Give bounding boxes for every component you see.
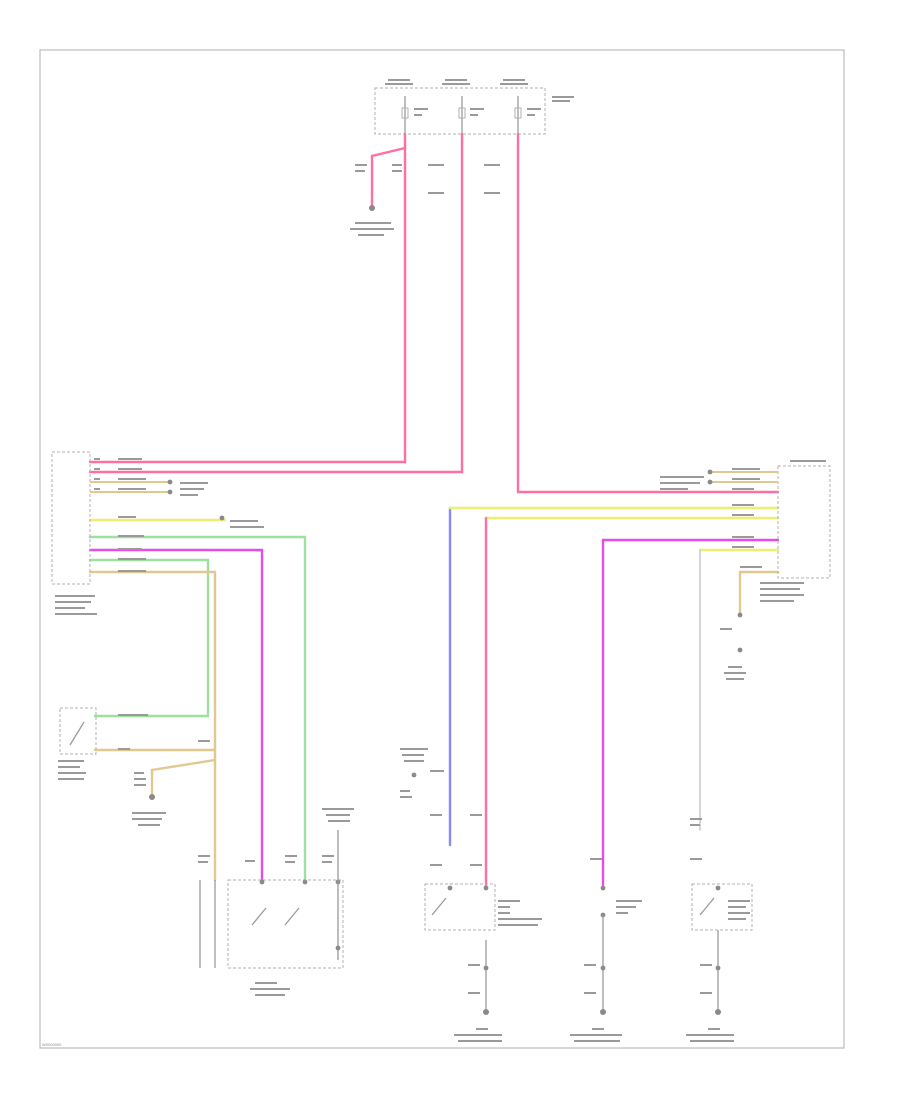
wire-magenta-left (88, 548, 264, 882)
bottom-mid-right-component (570, 858, 642, 1042)
wire-pink-3 (516, 132, 780, 494)
wire-tan-left-3 (150, 758, 217, 797)
wire-pink-2 (88, 132, 464, 474)
bottom-center-switch (400, 748, 542, 1042)
wire-pink-1 (88, 132, 407, 464)
fuse-1 (401, 96, 428, 134)
fuse-block (374, 79, 574, 135)
wire-tan-left (88, 570, 217, 882)
wire-green-left-2 (88, 558, 210, 718)
wire-green-left (88, 535, 307, 882)
fuse-2 (458, 96, 484, 134)
bottom-right-switch (686, 612, 753, 1042)
wires (88, 132, 780, 890)
lower-left-switch (58, 707, 210, 826)
diagram-id: W0000000 (42, 1042, 62, 1047)
right-module (660, 460, 831, 602)
top-ground (350, 164, 500, 236)
diagram-frame (39, 49, 845, 1049)
fuse-3 (514, 96, 541, 134)
wire-pink-branch (370, 146, 407, 207)
left-module (51, 451, 264, 615)
bottom-multi-switch (198, 808, 354, 996)
